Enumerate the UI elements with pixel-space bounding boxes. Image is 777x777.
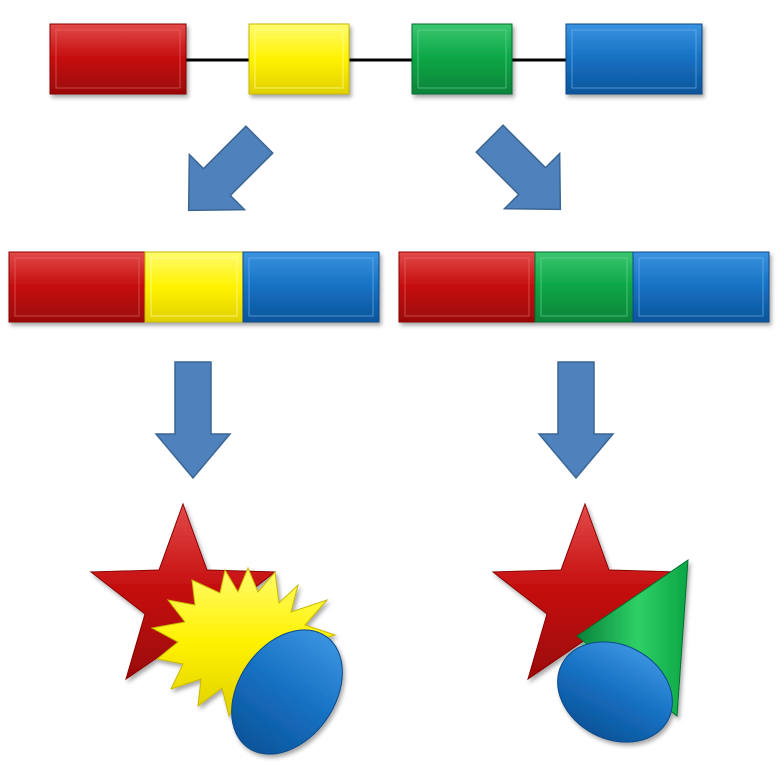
gene-row [49,23,703,95]
translation-arrow-right [537,361,615,480]
transcript-2 [398,251,770,323]
gene-exon-yellow [248,23,350,95]
transcript-1 [8,251,380,323]
transcript-1-exon-blue [242,251,380,323]
transcript-2-exon-blue [632,251,770,323]
protein-1 [89,502,343,755]
protein-1-blue-ellipse [231,629,343,755]
splice-arrow-right [475,124,562,211]
transcript-2-exon-green [534,251,634,323]
gene-exon-blue [565,23,703,95]
gene-exon-green [411,23,513,95]
transcript-1-exon-red [8,251,146,323]
protein-2-blue-ellipse [557,641,673,743]
splice-arrow-left [187,125,274,212]
gene-exon-red [49,23,187,95]
transcript-1-exon-yellow [144,251,244,323]
transcript-2-exon-red [398,251,536,323]
protein-2 [491,502,689,743]
translation-arrow-left [154,361,232,480]
